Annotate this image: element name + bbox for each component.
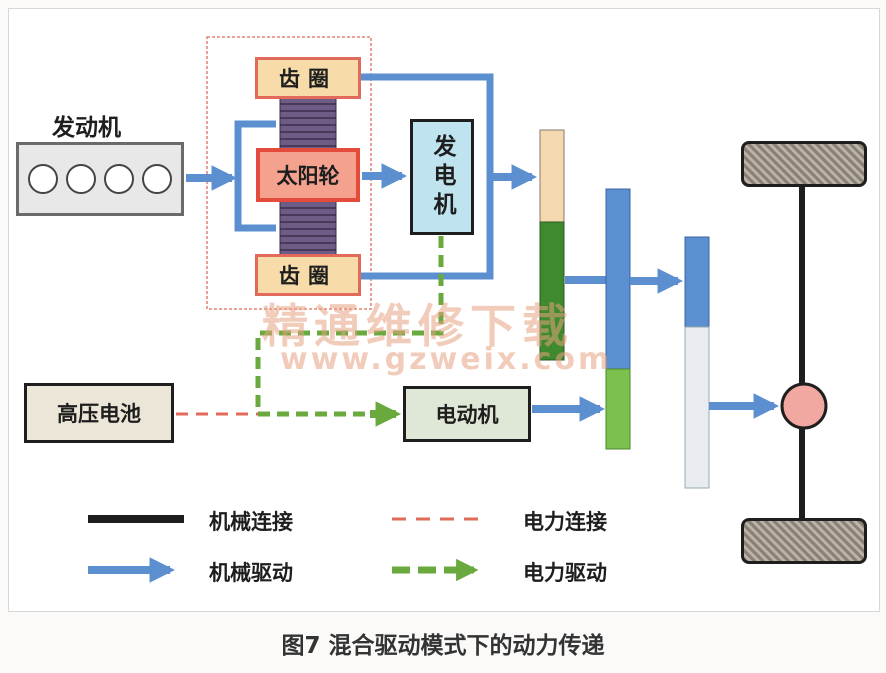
high-voltage-battery: 高压电池 [24,383,174,443]
legend-mechanical-drive: 机械驱动 [209,561,293,585]
wheel-bottom-icon [741,518,867,564]
watermark-url: www.gzweix.com [280,342,613,377]
cylinder-icon [28,164,58,194]
cylinder-icon [104,164,134,194]
gear-bar-2-bottom [605,368,631,450]
gear-bar-2-top [605,188,631,370]
differential [780,382,828,430]
ring-gear-bottom: 齿圈 [255,254,361,296]
legend-electrical-connection: 电力连接 [523,510,607,534]
figure-caption: 图7 混合驱动模式下的动力传递 [281,633,605,659]
ring-gear-top: 齿圈 [255,57,361,99]
watermark-text: 精通维修下载 [262,299,574,353]
gear-bar-1-bottom [539,221,565,361]
cylinder-icon [66,164,96,194]
gear-bar-3-top [684,236,710,328]
engine-shaft-bracket [234,120,276,232]
wheel-top-icon [741,141,867,187]
sun-gear: 太阳轮 [256,148,360,202]
diagram-frame [8,8,880,612]
cylinder-icon [142,164,172,194]
gear-bar-1-top [539,129,565,223]
generator: 发电机 [410,119,474,235]
engine-label: 发动机 [52,115,121,141]
legend-electrical-drive: 电力驱动 [523,561,607,585]
electric-motor: 电动机 [403,386,531,442]
gear-bar-3-bottom [684,326,710,489]
legend-mechanical-connection: 机械连接 [209,510,293,534]
engine-block [16,142,184,216]
generator-electric-path [255,236,444,417]
